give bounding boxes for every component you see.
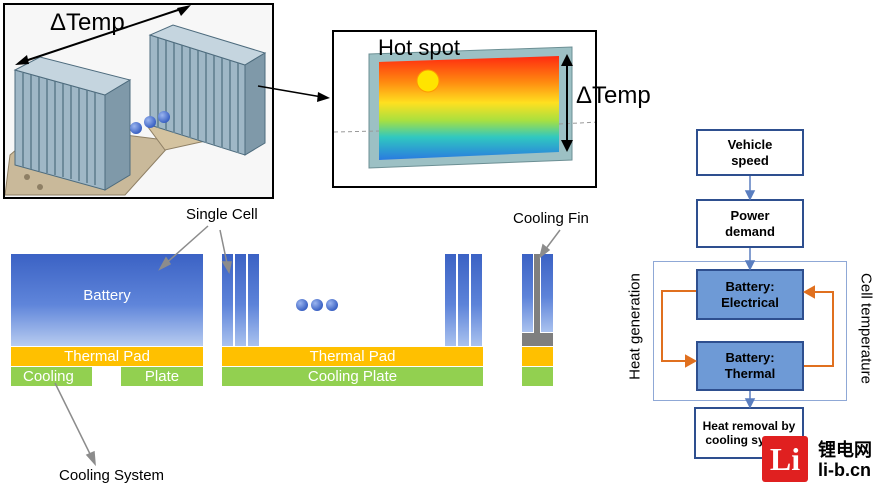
- battery-electrical-box: Battery: Electrical: [696, 269, 804, 320]
- battery-thermal-box: Battery: Thermal: [696, 341, 804, 391]
- thermal-pad-mid: Thermal Pad: [222, 347, 483, 366]
- thermal-pad-mid-label: Thermal Pad: [309, 348, 396, 365]
- fin-thermal-pad: [522, 347, 553, 366]
- vehicle-speed-label: Vehicle speed: [727, 136, 773, 168]
- battery-block: Battery: [11, 254, 203, 346]
- cooling-plate-mid-label: Cooling Plate: [307, 368, 398, 385]
- thermal-pad-left: Thermal Pad: [11, 347, 203, 366]
- fin-base: [522, 333, 553, 346]
- vehicle-speed-box: Vehicle speed: [696, 129, 804, 176]
- power-demand-label: Power demand: [725, 207, 775, 239]
- hot-spot-label: Hot spot: [378, 35, 460, 60]
- single-cell-slab-4: [445, 254, 456, 346]
- cooling-plate-left-a: Cooling: [11, 367, 92, 386]
- single-cell-slab-5: [458, 254, 469, 346]
- delta-temp-label-right: ΔTemp: [576, 82, 651, 109]
- cooling-system-label: Cooling System: [59, 467, 165, 484]
- plate-left-label: Plate: [144, 368, 180, 385]
- watermark-site-cn: 锂电网: [818, 440, 872, 460]
- ellipsis-dot-2: [144, 116, 156, 128]
- delta-temp-label-left: ΔTemp: [50, 9, 125, 36]
- ellipsis-dot-1: [130, 122, 142, 134]
- heatmap-illustration: [334, 46, 595, 169]
- ellipsis-dot-4: [296, 299, 308, 311]
- cooling-fin: [534, 254, 540, 346]
- cooling-plate-mid: Cooling Plate: [222, 367, 483, 386]
- cooling-plate-left-b: Plate: [121, 367, 203, 386]
- single-cell-slab-2: [235, 254, 246, 346]
- battery-thermal-label: Battery: Thermal: [724, 350, 776, 381]
- module-3d-illustration: [5, 5, 267, 196]
- fin-cooling-plate: [522, 367, 553, 386]
- watermark-site-url: li-b.cn: [818, 460, 871, 480]
- thermal-pad-left-label: Thermal Pad: [64, 348, 150, 365]
- cell-temperature-label: Cell temperature: [857, 273, 875, 384]
- ellipsis-dot-6: [326, 299, 338, 311]
- cooling-left-label: Cooling: [23, 368, 74, 385]
- battery-electrical-label: Battery: Electrical: [721, 278, 779, 310]
- fin-cell-left: [522, 254, 533, 332]
- ellipsis-dot-5: [311, 299, 323, 311]
- single-cell-label: Single Cell: [186, 206, 258, 223]
- fin-cell-right: [541, 254, 553, 332]
- watermark-logo-letters: Li: [769, 440, 801, 477]
- heat-removal-box: Heat removal by cooling system: [694, 407, 804, 459]
- ellipsis-dot-3: [158, 111, 170, 123]
- watermark-logo: Li: [762, 436, 808, 482]
- module-3d-panel: ΔTemp: [3, 3, 274, 199]
- cooling-fin-label: Cooling Fin: [513, 210, 589, 227]
- single-cell-slab-1: [222, 254, 233, 346]
- single-cell-slab-3: [248, 254, 259, 346]
- heat-generation-label: Heat generation: [626, 273, 644, 380]
- heatmap-panel: Hot spot: [332, 30, 597, 188]
- single-cell-slab-6: [471, 254, 482, 346]
- battery-label: Battery: [83, 286, 131, 304]
